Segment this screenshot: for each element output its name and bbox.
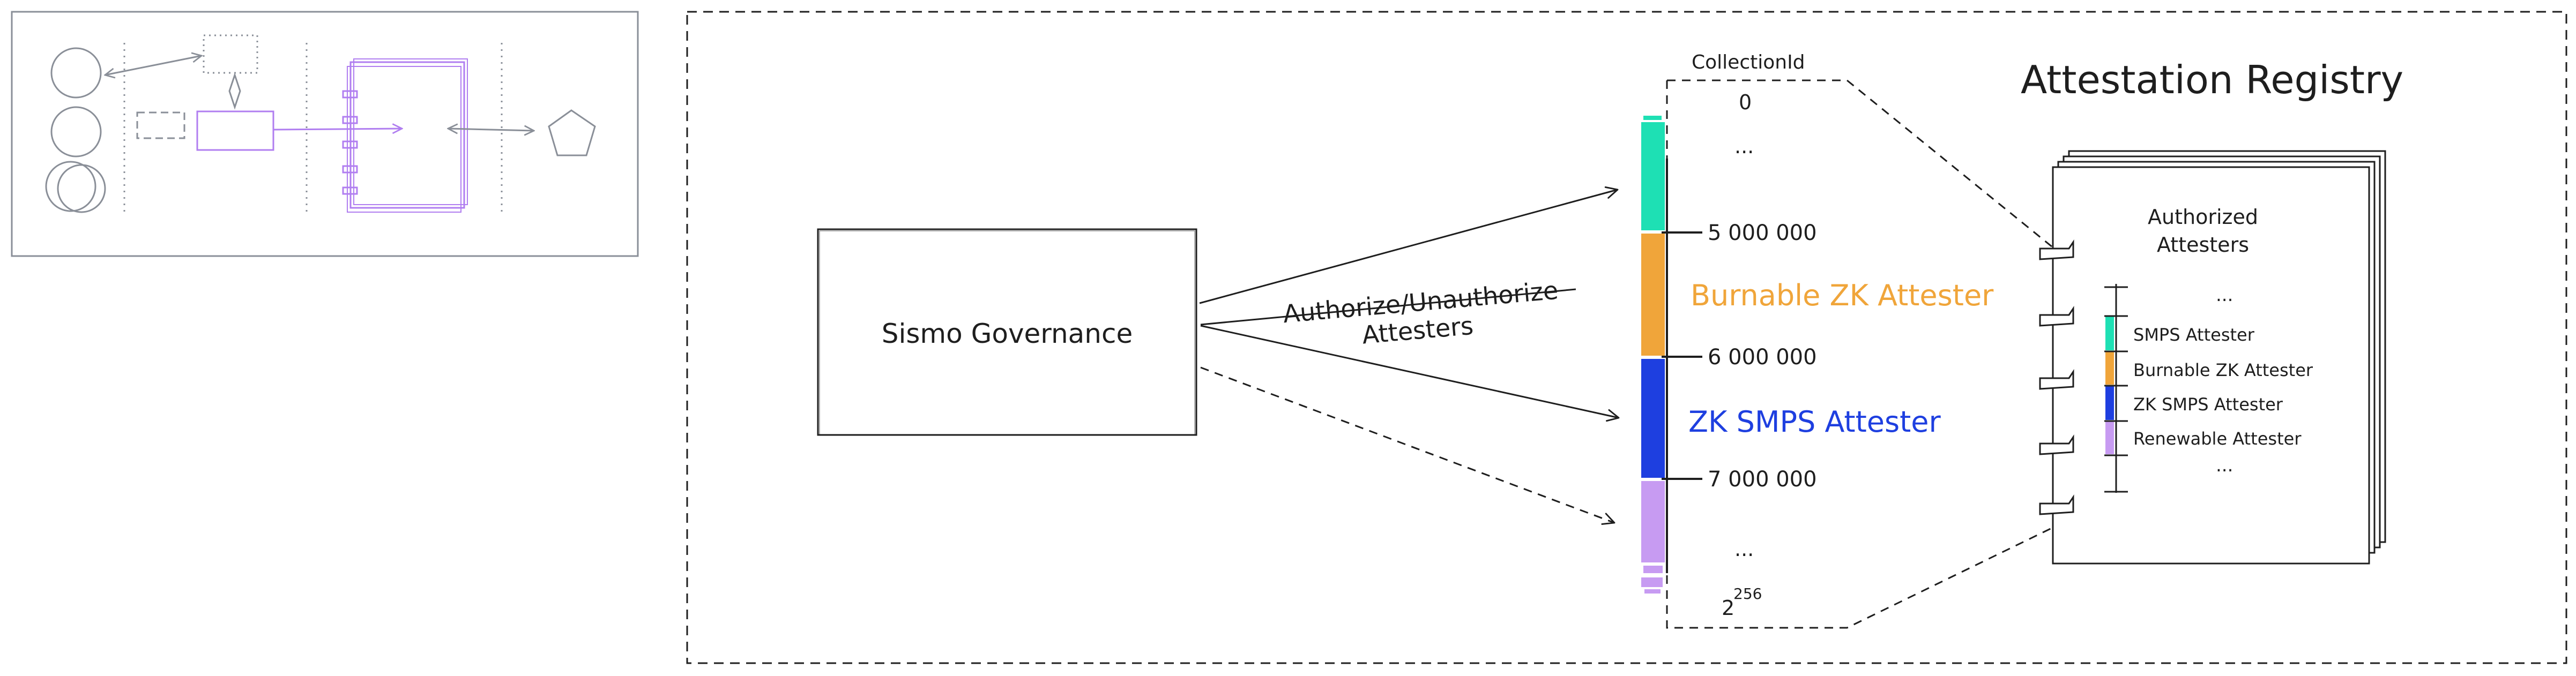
book-item-burnable: Burnable ZK Attester <box>2133 360 2313 380</box>
tick-7000000: 7 000 000 <box>1708 467 1817 492</box>
arrow-to-burnable-range <box>1200 288 1576 326</box>
page-title: Attestation Registry <box>2021 57 2403 102</box>
book-item-renewable: Renewable Attester <box>2133 429 2302 449</box>
tick-5000000: 5 000 000 <box>1708 221 1817 245</box>
governance-node[interactable]: Sismo Governance <box>817 228 1197 436</box>
range-label-burnable: Burnable ZK Attester <box>1691 279 1994 312</box>
book-item-zk-smps: ZK SMPS Attester <box>2133 394 2283 415</box>
segment-renewable <box>1641 481 1665 562</box>
book-heading-line1: Authorized <box>2148 205 2258 229</box>
range-label-zk-smps: ZK SMPS Attester <box>1688 405 1941 439</box>
book-ellipsis-top: ... <box>2216 284 2233 306</box>
book-ellipsis-bottom: ... <box>2216 455 2233 476</box>
tick-ellipsis-bottom: ... <box>1734 537 1754 561</box>
governance-label: Sismo Governance <box>882 318 1133 349</box>
arrow-to-smps-range <box>1199 186 1619 304</box>
tick-max-exponent: 256 <box>1733 585 1762 603</box>
book-heading-line2: Attesters <box>2157 233 2249 257</box>
tick-max-base: 2 <box>1722 596 1734 620</box>
main-frame <box>686 11 2567 664</box>
segment-zk-smps <box>1641 359 1665 478</box>
arrow-to-renewable-range <box>1200 366 1615 525</box>
authorize-arrows <box>1199 186 1620 525</box>
tick-ellipsis-top: ... <box>1734 134 1754 158</box>
tick-zero: 0 <box>1739 91 1752 114</box>
book-item-smps: SMPS Attester <box>2133 325 2255 345</box>
collection-id-header: CollectionId <box>1692 51 1805 73</box>
segment-smps <box>1641 122 1665 230</box>
minimap-thumbnail[interactable] <box>11 11 639 257</box>
arrow-label: Authorize/Unauthorize Attesters <box>1282 276 1559 350</box>
segment-burnable <box>1641 234 1665 356</box>
arrow-to-zk-smps-range <box>1200 325 1620 422</box>
registry-book[interactable]: Authorized Attesters ... SMPS Attester B… <box>2039 150 2386 565</box>
binder-ring-icon <box>2039 239 2074 515</box>
tick-6000000: 6 000 000 <box>1708 345 1817 370</box>
collection-id-column: CollectionId 0 ... 5 000 000 6 000 000 7… <box>1641 51 2059 629</box>
